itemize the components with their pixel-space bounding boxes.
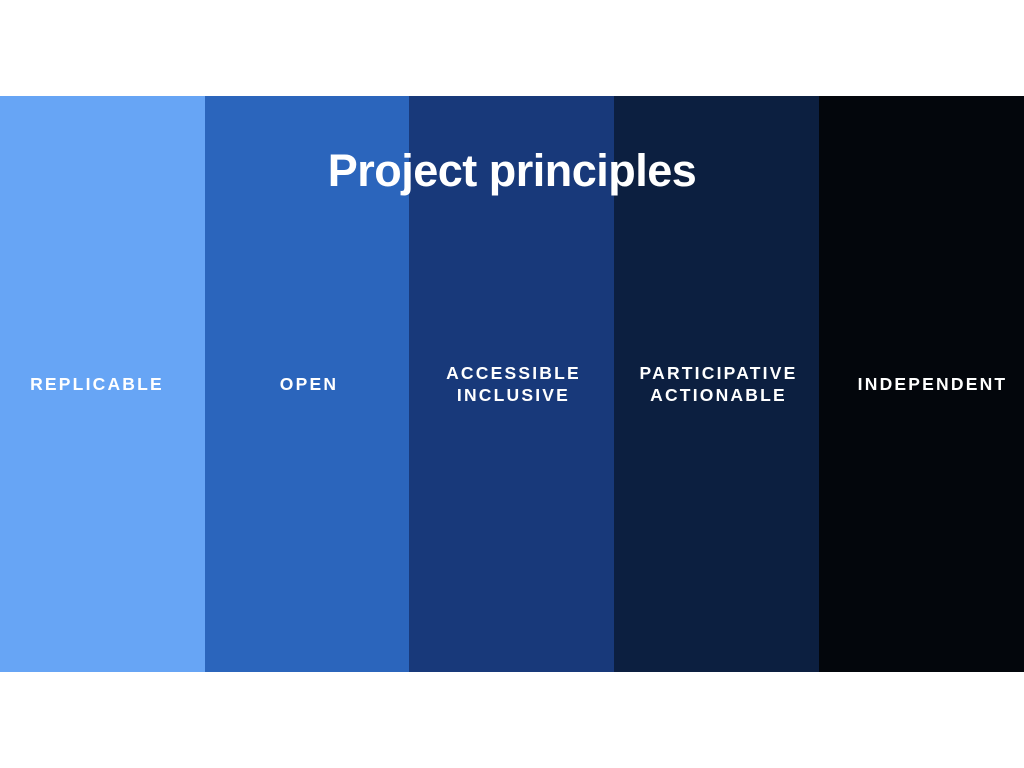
principle-label: REPLICABLE bbox=[30, 374, 164, 394]
principle-column-participative-actionable: PARTICIPATIVE ACTIONABLE bbox=[614, 96, 819, 672]
principle-column-open: OPEN bbox=[205, 96, 409, 672]
principle-label: OPEN bbox=[279, 374, 339, 394]
principle-label: ACCESSIBLE INCLUSIVE bbox=[446, 363, 581, 405]
principle-column-replicable: REPLICABLE bbox=[0, 96, 205, 672]
principle-label: PARTICIPATIVE ACTIONABLE bbox=[639, 363, 798, 405]
slide-title: Project principles bbox=[327, 145, 697, 196]
principle-column-accessible-inclusive: ACCESSIBLE INCLUSIVE bbox=[409, 96, 614, 672]
principle-label: INDEPENDENT bbox=[857, 374, 1008, 394]
principles-slide: REPLICABLE OPEN ACCESSIBLE INCLUSIVE PAR… bbox=[0, 96, 1024, 672]
principle-column-independent: INDEPENDENT bbox=[819, 96, 1024, 672]
